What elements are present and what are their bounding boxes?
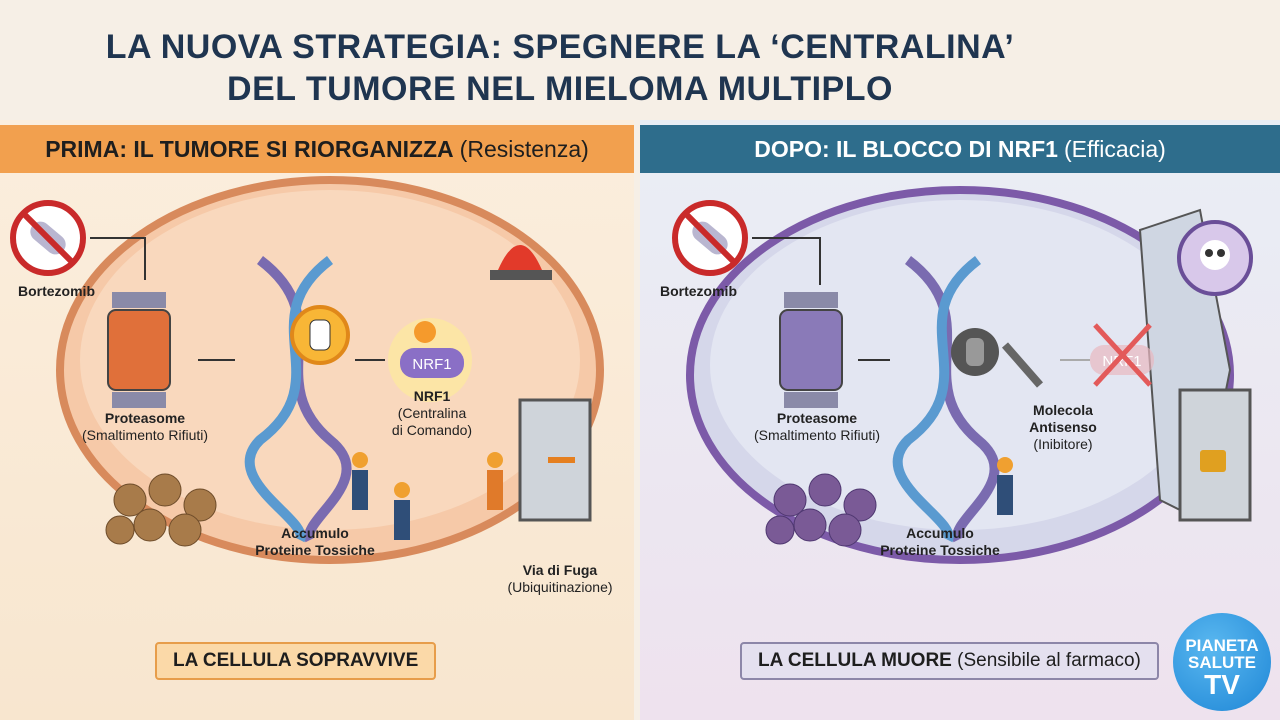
after-header-text: DOPO: IL BLOCCO DI NRF1 [754, 135, 1058, 162]
logo-line-2: SALUTE [1188, 653, 1256, 672]
accumulo-line-1: Accumulo [906, 525, 974, 541]
alarm-light-icon [490, 245, 552, 280]
proteasome-subtitle: (Smaltimento Rifiuti) [81, 427, 209, 443]
before-cell-illustration: NRF1 [10, 176, 604, 564]
result-survives: LA CELLULA SOPRAVVIVE [155, 642, 437, 680]
dna-helix-icon [892, 256, 1000, 543]
cross-icon [1093, 323, 1152, 387]
switch-on-icon [290, 305, 350, 365]
result-dies: LA CELLULA MUORE (Sensibile al farmaco) [740, 642, 1159, 680]
molecule-line-1: Molecola [1033, 402, 1093, 418]
accumulo-line-2: Proteine Tossiche [880, 542, 1000, 558]
before-header-paren: (Resistenza) [459, 135, 589, 162]
proteasome-label: Proteasome(Smaltimento Rifiuti) [732, 410, 902, 444]
nrf1-sub-1: (Centralina [397, 405, 467, 421]
nrf1-sub-2: di Comando) [391, 422, 473, 438]
nrf1-badge-text: NRF1 [412, 356, 451, 373]
switch-off-icon [951, 328, 999, 376]
molecule-line-2: Antisenso [1029, 419, 1097, 435]
drug-label-text: Bortezomib [18, 283, 95, 299]
arrow [90, 237, 146, 280]
title-line-1: LA NUOVA STRATEGIA: SPEGNERE LA ‘CENTRAL… [105, 28, 1015, 66]
drug-label: Bortezomib [660, 283, 737, 300]
after-header-paren: (Efficacia) [1063, 135, 1166, 162]
no-pill-icon [672, 200, 748, 276]
nrf1-badge-faded [1090, 345, 1154, 375]
no-pill-icon [10, 200, 86, 276]
escape-title: Via di Fuga [522, 562, 598, 578]
molecule-subtitle: (Inibitore) [1033, 436, 1093, 452]
wrench-icon [1001, 342, 1044, 388]
worker-figure [997, 457, 1013, 515]
nrf1-badge [400, 348, 464, 378]
result-dies-paren: (Sensibile al farmaco) [957, 650, 1141, 671]
after-cell-illustration: NRF1 [672, 186, 1253, 564]
locked-door-icon [1178, 388, 1252, 522]
escape-subtitle: (Ubiquitinazione) [507, 579, 613, 595]
escape-label: Via di Fuga(Ubiquitinazione) [485, 562, 635, 596]
proteasome-icon [779, 292, 843, 408]
result-dies-text: LA CELLULA MUORE [758, 650, 952, 671]
title-line-2: DEL TUMORE NEL MIELOMA MULTIPLO [227, 70, 893, 108]
after-header: DOPO: IL BLOCCO DI NRF1(Efficacia) [640, 125, 1280, 173]
after-panel: DOPO: IL BLOCCO DI NRF1(Efficacia) NRF1 … [640, 120, 1280, 720]
proteasome-subtitle: (Smaltimento Rifiuti) [753, 427, 881, 443]
worker-figures [352, 452, 503, 540]
proteasome-icon [107, 292, 171, 408]
logo-line-3: TV [1204, 669, 1240, 700]
proteasome-title: Proteasome [776, 410, 858, 426]
drug-label: Bortezomib [18, 283, 95, 300]
logo-line-1: PIANETA [1185, 636, 1259, 655]
dna-helix-icon [244, 256, 352, 543]
accumulo-line-2: Proteine Tossiche [255, 542, 375, 558]
accumulo-line-1: Accumulo [281, 525, 349, 541]
drug-label-text: Bortezomib [660, 283, 737, 299]
garbage-bags [765, 473, 877, 547]
skull-icon [1177, 220, 1253, 296]
before-header-text: PRIMA: IL TUMORE SI RIORGANIZZA [45, 135, 454, 162]
exit-door-icon [518, 398, 592, 522]
proteasome-title: Proteasome [104, 410, 186, 426]
before-header: PRIMA: IL TUMORE SI RIORGANIZZA(Resisten… [0, 125, 634, 173]
arrow [752, 237, 821, 285]
proteasome-label: Proteasome(Smaltimento Rifiuti) [60, 410, 230, 444]
garbage-bags [105, 473, 217, 547]
before-panel: PRIMA: IL TUMORE SI RIORGANIZZA(Resisten… [0, 120, 634, 720]
nrf1-title: NRF1 [413, 388, 451, 404]
